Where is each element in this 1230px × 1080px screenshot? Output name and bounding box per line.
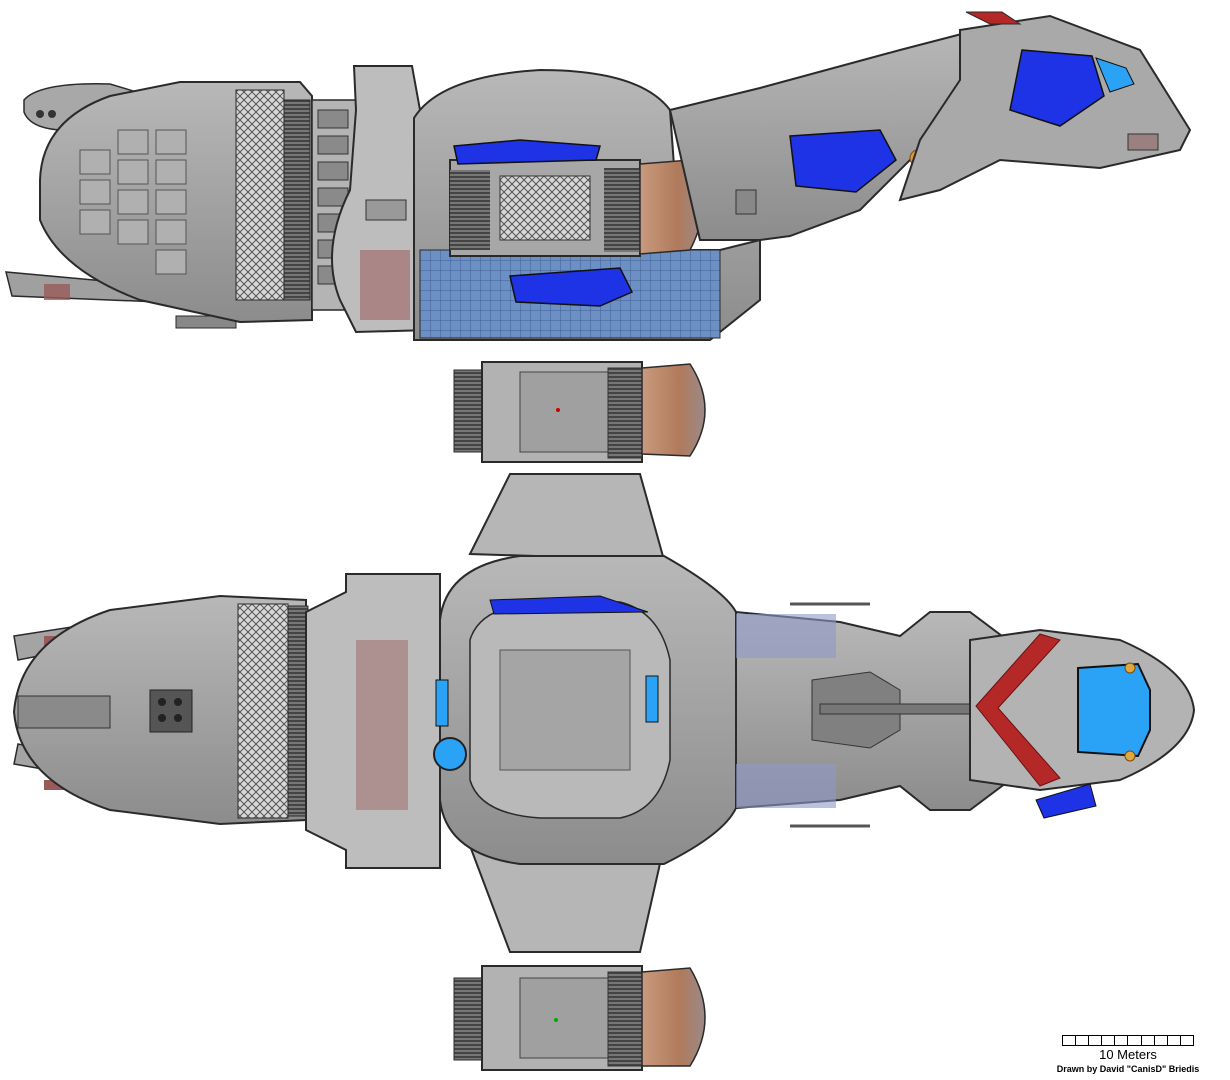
side-window-upper — [453, 139, 601, 165]
scale-bar — [1062, 1035, 1194, 1046]
top-hatch — [433, 737, 467, 771]
side-cockpit-window — [1009, 49, 1105, 127]
top-red-stripe — [975, 633, 1061, 787]
scale-label: 10 Meters — [1099, 1047, 1157, 1062]
top-lower-nacelle — [453, 965, 706, 1071]
top-upper-nacelle — [453, 361, 706, 463]
top-wing-upper — [468, 473, 666, 562]
top-cockpit — [1077, 662, 1151, 758]
top-cargo-ring — [305, 573, 441, 869]
side-view — [5, 11, 1192, 341]
top-view — [12, 473, 1196, 953]
artist-credit: Drawn by David "CanisD" Briedis — [1056, 1064, 1200, 1074]
side-window-lower — [509, 267, 634, 307]
